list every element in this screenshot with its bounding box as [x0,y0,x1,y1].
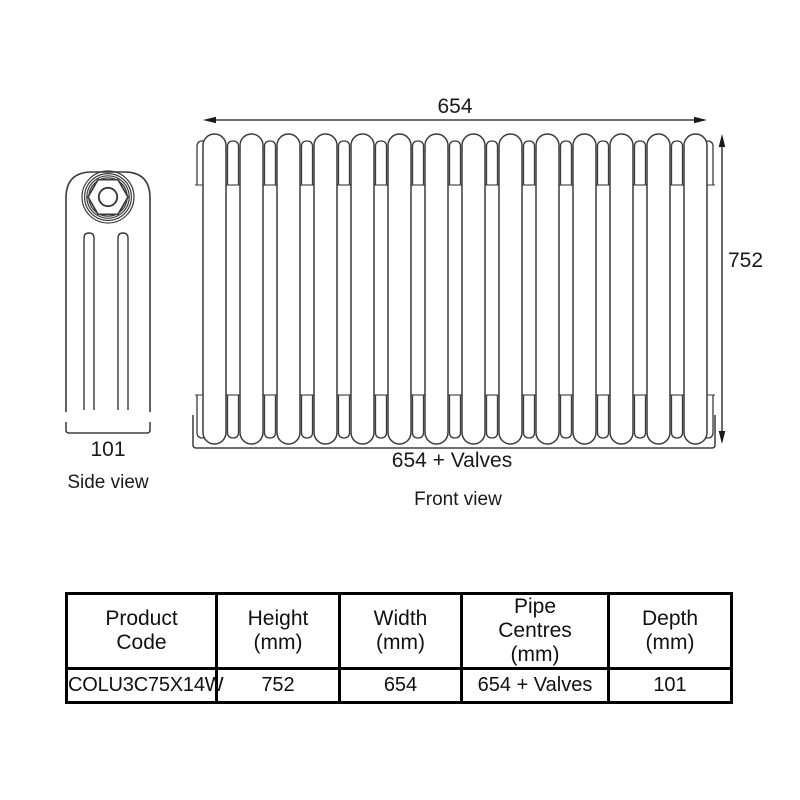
rear-tube-top [337,140,351,185]
side-view: 101 Side view [65,170,151,493]
width-dim-arrow-left [203,116,216,124]
cell-product-code: COLU3C75X14W [65,667,224,704]
width-dim-arrow-right [694,116,707,124]
rear-tube-top [300,140,314,185]
header-height: Height (mm) [215,592,341,670]
front-tube [313,133,338,445]
valve-bore [97,186,119,208]
rear-tube-top [411,140,425,185]
cell-depth: 101 [607,667,733,704]
front-view-caption: Front view [414,489,502,510]
depth-dim-bracket [65,422,151,434]
cell-width: 654 [338,667,463,704]
side-groove-left [83,232,95,410]
cell-height: 752 [215,667,341,704]
rear-tube-top [633,140,647,185]
header-line: (mm) [510,643,560,666]
width-dimension: 654 [203,95,707,124]
rear-tube-bottom [337,395,351,439]
depth-dim-label: 101 [90,438,125,461]
front-tube [646,133,671,445]
front-view: 654 752 654 + Valves Front view [192,95,763,510]
header-line: (mm) [645,631,695,654]
front-tube [609,133,634,445]
front-view-tubes [195,133,715,445]
rear-tube-bottom [448,395,462,439]
header-depth: Depth (mm) [607,592,733,670]
rear-tube-top [522,140,536,185]
cell-pipe-centres: 654 + Valves [460,667,610,704]
hex-nut-icon [87,178,129,216]
rear-tube-bottom [411,395,425,439]
rear-tube-bottom [300,395,314,439]
side-groove-right [117,232,129,410]
rear-tube-bottom [374,395,388,439]
width-dim-label: 654 [437,95,472,118]
rear-tube-top [485,140,499,185]
height-dim-arrow-bottom [718,431,726,444]
rear-tube-top [448,140,462,185]
rear-tube-top [559,140,573,185]
rear-tube-bottom [522,395,536,439]
front-tube [683,133,708,445]
height-dim-arrow-top [718,134,726,147]
rear-tube-bottom [559,395,573,439]
side-view-body [65,171,151,412]
pipe-centres-bracket [192,415,716,449]
header-line: Width [373,607,428,630]
height-dimension: 752 [718,134,763,444]
rear-tube-bottom [485,395,499,439]
height-dim-label: 752 [728,249,763,272]
front-tube [424,133,449,445]
rear-tube-top [374,140,388,185]
rear-tube-bottom [263,395,277,439]
rear-tube-bottom [633,395,647,439]
rear-tube-top [670,140,684,185]
rear-tube-bottom [226,395,240,439]
spec-table-data-row: COLU3C75X14W 752 654 654 + Valves 101 [65,667,733,704]
header-product-code: Product Code [65,592,218,670]
front-tube [276,133,301,445]
rear-tube-top [226,140,240,185]
front-tube [535,133,560,445]
header-line: Depth [641,607,699,630]
header-pipe-centres: Pipe Centres (mm) [460,592,610,670]
side-view-caption: Side view [67,472,149,493]
header-line: (mm) [376,631,425,654]
rear-tube-bottom [596,395,610,439]
pipe-centres-dimension: 654 + Valves [192,415,716,472]
front-tube [350,133,375,445]
front-tube [461,133,486,445]
header-line: Code [116,631,167,654]
header-line: Pipe [513,595,557,618]
front-tube [498,133,523,445]
rear-tube-top [596,140,610,185]
front-tube [239,133,264,445]
pipe-centres-label: 654 + Valves [392,449,512,472]
front-tube [572,133,597,445]
rear-tube-top [263,140,277,185]
header-line: Product [105,607,178,630]
spec-table-header-row: Product Code Height (mm) Width (mm) Pipe… [65,592,733,670]
front-tube [202,133,227,445]
spec-table: Product Code Height (mm) Width (mm) Pipe… [65,592,733,704]
header-line: Centres [498,619,572,642]
header-line: (mm) [253,631,303,654]
header-width: Width (mm) [338,592,463,670]
rear-tube-bottom [670,395,684,439]
front-tube [387,133,412,445]
header-line: Height [247,607,309,630]
